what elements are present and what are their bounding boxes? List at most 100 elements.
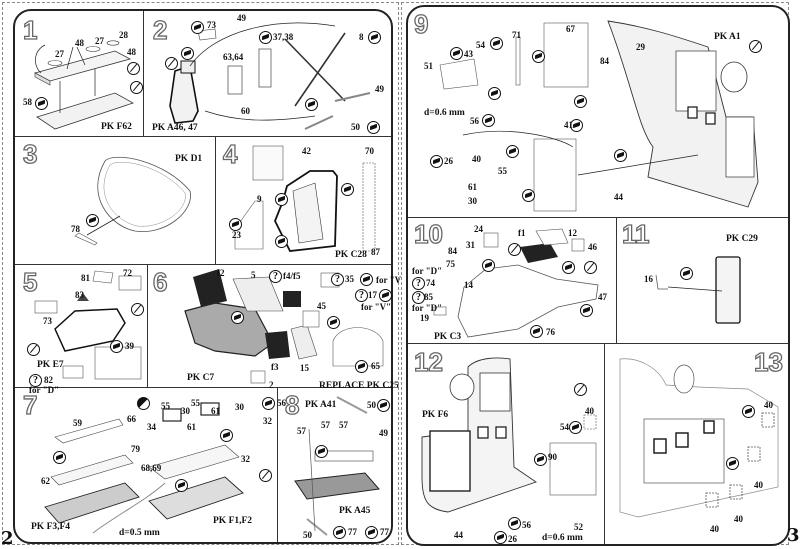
step13-drawing	[619, 358, 779, 518]
step6-drawing	[184, 269, 384, 384]
divider	[604, 343, 605, 544]
step-number: 1	[22, 15, 38, 45]
variant-note: for "D"	[29, 385, 60, 395]
glue-icon	[259, 31, 272, 44]
glue-icon	[532, 50, 545, 63]
part-label: 8	[359, 32, 364, 42]
wire-label: d=0.6 mm	[424, 108, 465, 118]
variant-note: for "V"	[361, 302, 392, 312]
glue-icon	[368, 31, 381, 44]
step12-drawing	[421, 357, 597, 513]
glue-icon	[482, 114, 495, 127]
part-label: 61	[187, 422, 196, 432]
step-number: 9	[413, 9, 429, 39]
step-number: 8	[284, 390, 300, 420]
part-label: 60	[241, 106, 250, 116]
kit-label: PK C7	[187, 373, 215, 383]
step7-drawing	[44, 402, 244, 534]
cut-icon	[259, 469, 272, 482]
question-icon: ?	[412, 277, 425, 290]
kit-label: PK F3,F4	[31, 522, 71, 532]
cut-icon	[574, 383, 587, 396]
part-label: 42	[302, 146, 311, 156]
divider	[408, 343, 788, 344]
part-label: 70	[365, 146, 374, 156]
part-label: 9	[257, 194, 262, 204]
part-label: 17	[368, 290, 377, 300]
part-label: 32	[241, 454, 250, 464]
part-label: f1	[518, 228, 526, 238]
glue-icon	[482, 259, 495, 272]
step1-drawing	[33, 40, 134, 130]
page-number: 3	[787, 525, 800, 546]
part-label: 14	[464, 280, 473, 290]
part-label: 83	[75, 290, 84, 300]
part-label: 57	[339, 420, 348, 430]
kit-label: PK A1	[714, 32, 741, 42]
part-label: 31	[466, 240, 475, 250]
part-label: 37,38	[273, 32, 294, 42]
part-label: 57	[297, 426, 306, 436]
page-right-frame: 9 71 67 54 43 51 PK A1 84 29 d=0.6 mm 56	[406, 5, 790, 546]
step8-drawing	[294, 396, 380, 536]
divider	[15, 136, 391, 137]
paint-icon	[137, 397, 150, 410]
part-label: 40	[710, 524, 719, 534]
part-label: 24	[474, 224, 483, 234]
glue-icon	[53, 451, 66, 464]
part-label: 49	[237, 13, 246, 23]
glue-icon	[562, 261, 575, 274]
question-icon: ?	[412, 291, 425, 304]
step10-drawing	[433, 228, 599, 338]
kit-label: PK A46, 47	[152, 123, 198, 133]
cut-icon	[749, 40, 762, 53]
part-label: 43	[464, 49, 473, 59]
part-label: 76	[546, 327, 555, 337]
step4-drawing	[234, 145, 376, 252]
part-label: 84	[448, 246, 457, 256]
glue-icon	[35, 97, 48, 110]
divider	[616, 217, 617, 343]
part-label: 44	[614, 192, 623, 202]
part-label: 62	[41, 476, 50, 486]
divider	[277, 387, 278, 542]
part-label: 45	[317, 301, 326, 311]
part-label: 30	[468, 196, 477, 206]
glue-icon	[508, 517, 521, 530]
part-label: 30	[181, 406, 190, 416]
cut-icon	[584, 261, 597, 274]
divider	[147, 264, 148, 387]
kit-label: PK E7	[37, 360, 64, 370]
part-label: 73	[207, 20, 216, 30]
part-label: 47	[598, 292, 607, 302]
divider	[143, 11, 144, 136]
part-label: 26	[444, 156, 453, 166]
cut-icon	[131, 303, 144, 316]
part-label: 19	[420, 313, 429, 323]
part-label: 32	[263, 416, 272, 426]
cut-icon	[127, 62, 140, 75]
part-label: 27	[95, 36, 104, 46]
part-label: 44	[454, 530, 463, 540]
part-label: 55	[191, 398, 200, 408]
part-label: 71	[512, 30, 521, 40]
part-label: 84	[600, 56, 609, 66]
part-label: 40	[754, 480, 763, 490]
part-label: 55	[498, 166, 507, 176]
kit-label: PK A45	[339, 506, 371, 516]
part-label: 75	[446, 259, 455, 269]
part-label: 35	[345, 274, 354, 284]
glue-icon	[229, 218, 242, 231]
part-label: 65	[371, 361, 380, 371]
part-label: 67	[566, 24, 575, 34]
part-label: f3	[271, 362, 279, 372]
glue-icon	[327, 316, 340, 329]
page-left-frame: 1 48 27 28 27 48 58 PK F62 2	[13, 9, 406, 544]
part-label: 68,69	[141, 463, 162, 473]
glue-icon	[360, 273, 373, 286]
step11-drawing	[655, 256, 741, 324]
glue-icon	[181, 47, 194, 60]
glue-icon	[367, 121, 380, 134]
step-number: 10	[413, 219, 443, 249]
glue-icon	[315, 445, 328, 458]
